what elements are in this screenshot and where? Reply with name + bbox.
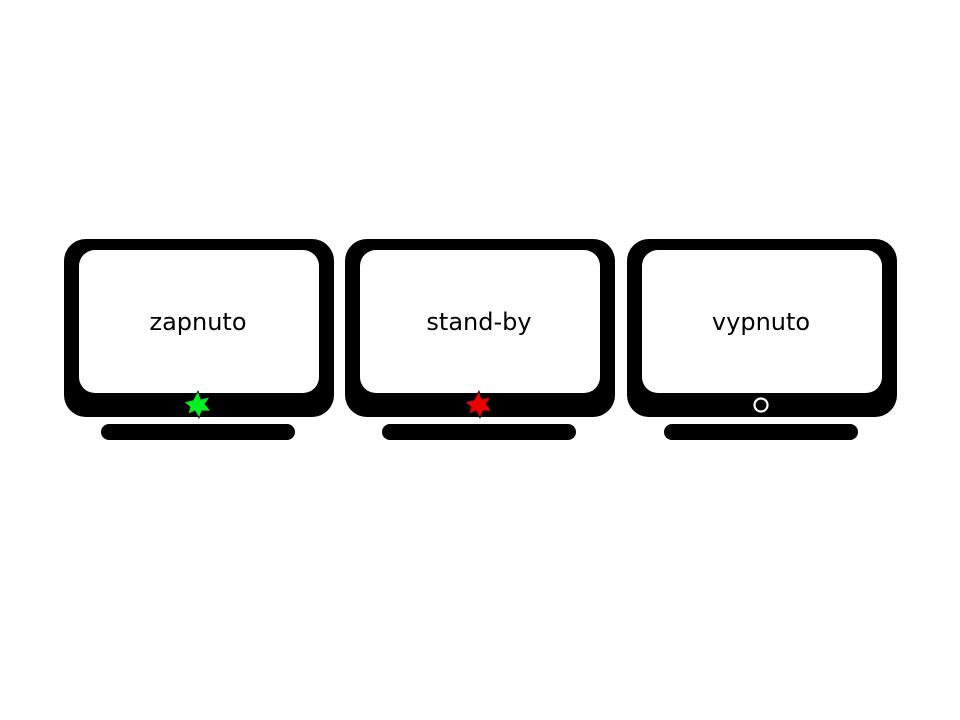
ring-icon: [753, 397, 769, 413]
monitor-graphic: [345, 239, 615, 440]
monitor-screen: [642, 250, 882, 393]
monitor-graphic: [627, 239, 897, 440]
monitor-stand: [382, 424, 576, 440]
burst-icon: [183, 390, 212, 419]
burst-icon: [464, 390, 493, 419]
monitor-on: zapnuto: [64, 238, 336, 442]
monitor-screen: [79, 250, 319, 393]
monitor-stand: [101, 424, 295, 440]
status-label-off: vypnuto: [711, 308, 811, 336]
monitor-off: vypnuto: [627, 238, 899, 442]
monitor-standby: stand-by: [345, 238, 617, 442]
monitor-stand: [664, 424, 858, 440]
monitor-graphic: [64, 239, 334, 440]
status-label-on: zapnuto: [149, 308, 247, 336]
status-label-standby: stand-by: [426, 308, 532, 336]
monitor-screen: [360, 250, 600, 393]
